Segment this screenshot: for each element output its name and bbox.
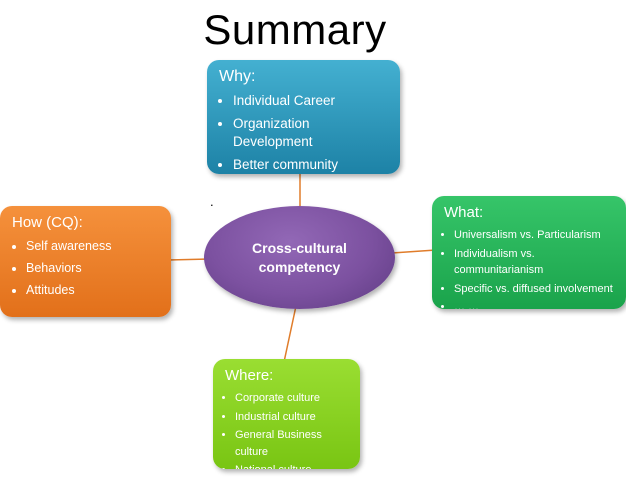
list-item: Industrial culture	[235, 409, 352, 426]
center-label: Cross-cultural competency	[252, 239, 347, 275]
what-box-list: Universalism vs. Particularism Individua…	[432, 227, 626, 309]
list-item: Attitudes	[26, 281, 163, 299]
stray-period: .	[210, 194, 214, 209]
slide-title: Summary	[203, 6, 387, 53]
list-item: Self awareness	[26, 237, 163, 255]
list-item: Universalism vs. Particularism	[454, 227, 618, 244]
where-box-list: Corporate culture Industrial culture Gen…	[213, 390, 360, 469]
connector-bottom	[283, 305, 297, 363]
list-item: Behaviors	[26, 259, 163, 277]
list-item: Individual Career	[233, 92, 392, 111]
what-box: What: Universalism vs. Particularism Ind…	[432, 196, 626, 309]
where-box-header: Where:	[225, 367, 274, 384]
how-box: How (CQ): Self awareness Behaviors Attit…	[0, 206, 171, 317]
list-item: Organization Development	[233, 115, 392, 152]
connector-right	[391, 249, 437, 254]
list-item: Better community	[233, 156, 392, 174]
what-box-header: What:	[444, 204, 484, 221]
where-box: Where: Corporate culture Industrial cult…	[213, 359, 360, 469]
center-ellipse: Cross-cultural competency	[204, 206, 395, 309]
list-item: … …	[454, 299, 618, 309]
why-box-header: Why:	[219, 68, 256, 85]
list-item: Specific vs. diffused involvement	[454, 281, 618, 298]
why-box-list: Individual Career Organization Developme…	[207, 92, 400, 174]
list-item: Corporate culture	[235, 390, 352, 407]
list-item: General Business culture	[235, 427, 352, 460]
how-box-list: Self awareness Behaviors Attitudes	[0, 237, 171, 299]
how-box-header: How (CQ):	[12, 214, 83, 231]
connector-left	[167, 258, 211, 261]
why-box: Why: Individual Career Organization Deve…	[207, 60, 400, 174]
list-item: Individualism vs. communitarianism	[454, 246, 618, 279]
list-item: National culture	[235, 462, 352, 469]
